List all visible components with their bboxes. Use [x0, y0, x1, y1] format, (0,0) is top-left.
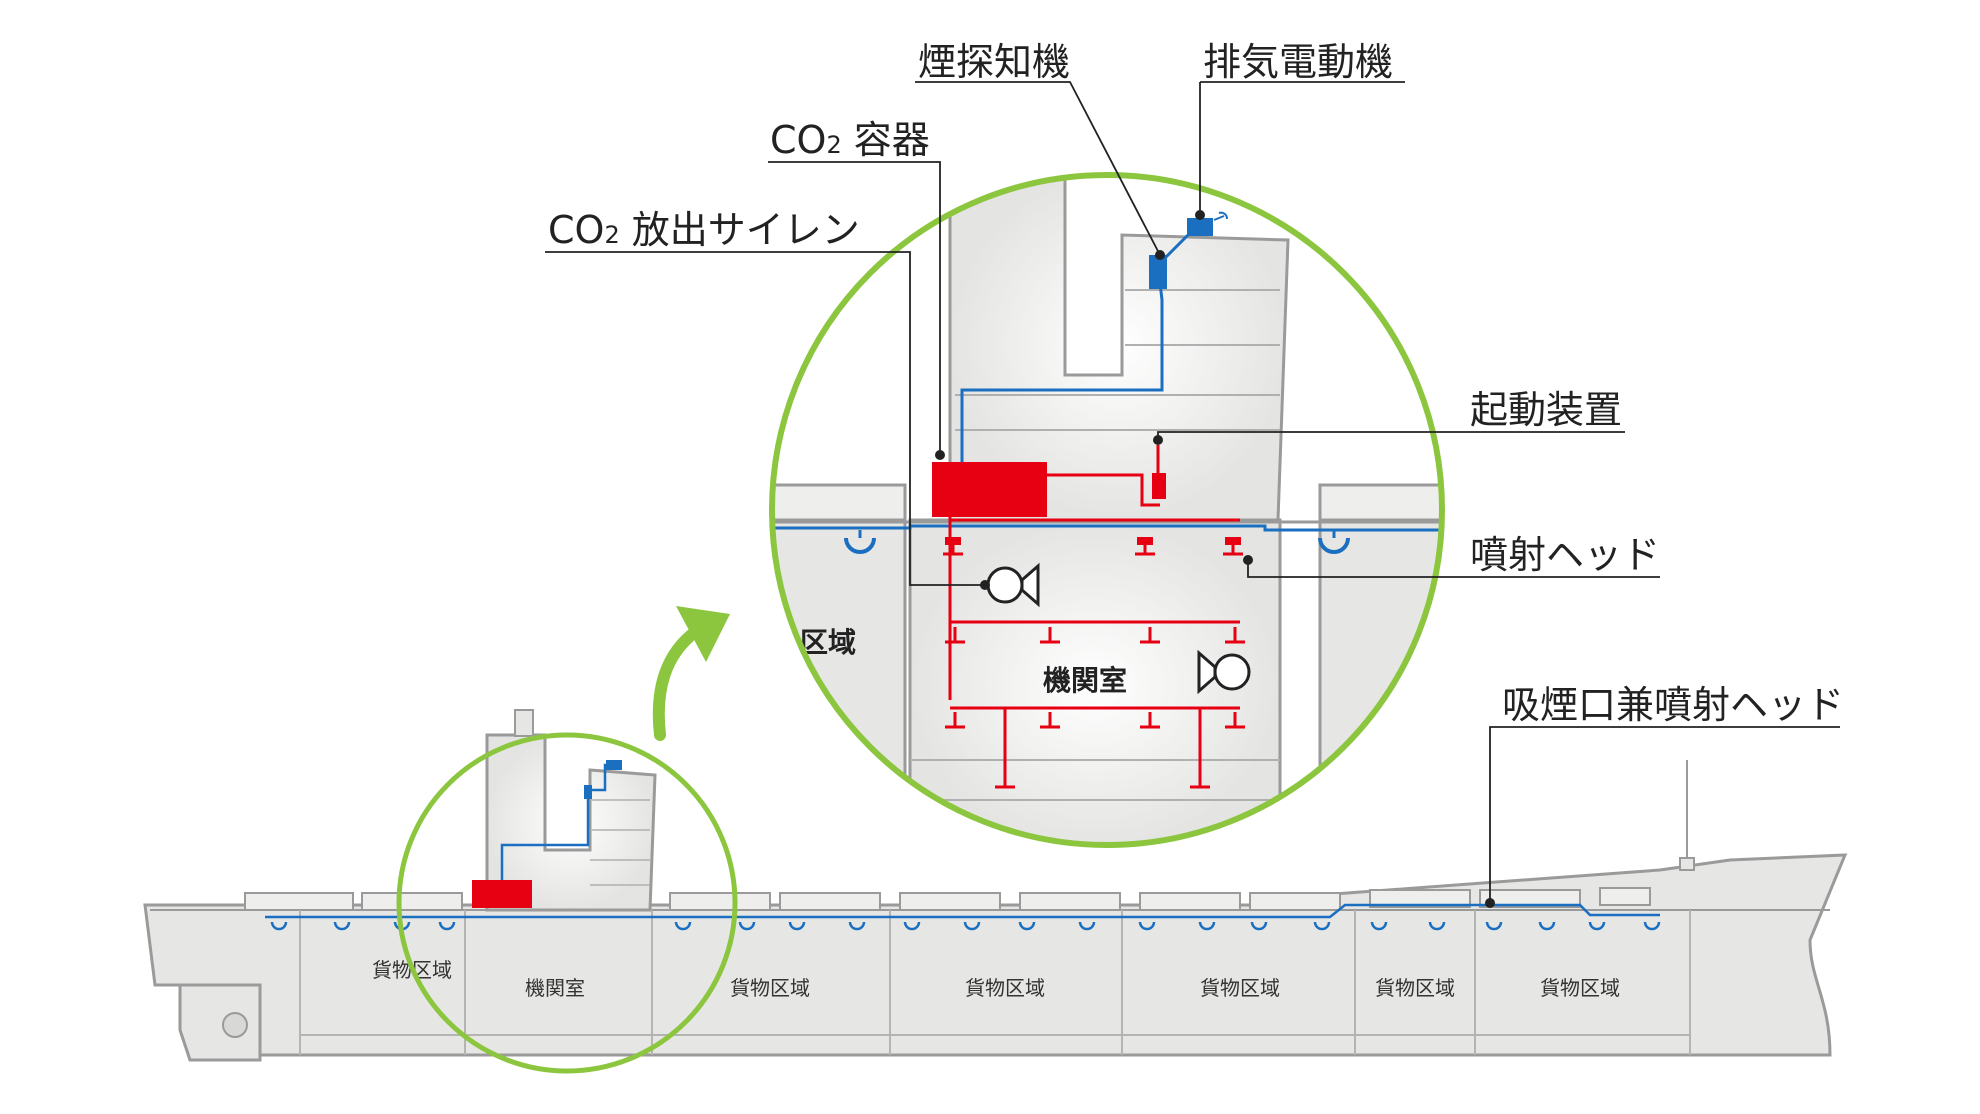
starter-device: [1152, 473, 1166, 499]
ship-zoom-ring: [396, 732, 738, 1074]
co2-container: [932, 462, 1047, 517]
detail-cargo-label: 区域: [800, 626, 856, 659]
detail-zoom-ring: [769, 172, 1445, 848]
co2-piping: [948, 445, 1240, 772]
zone-label-cargo-3: 貨物区域: [965, 976, 1045, 1000]
superstructure: [485, 733, 657, 912]
zone-label-cargo-5: 貨物区域: [1375, 976, 1455, 1000]
bulkheads: [299, 910, 1691, 1055]
label-smoke-detector: 煙探知機: [918, 40, 1070, 84]
zone-label-cargo-6: 貨物区域: [1540, 976, 1620, 1000]
callout-leaders: [545, 81, 1840, 903]
label-exhaust-motor: 排気電動機: [1203, 40, 1393, 84]
rudder: [178, 983, 262, 1062]
ship-smoke-detector: [584, 785, 592, 799]
zoom-arrow: [652, 606, 730, 741]
funnel-top: [514, 709, 534, 737]
detail-engine-room-label: 機関室: [1043, 664, 1127, 697]
hatch-covers: [244, 887, 1651, 911]
exhaust-motor: [1187, 218, 1213, 236]
detail-view: 機関室 区域: [769, 172, 1445, 848]
callout-dots: [935, 210, 1495, 908]
propeller-hub: [222, 1012, 248, 1038]
label-nozzle: 噴射ヘッド: [1470, 533, 1660, 577]
ship-intake-heads: [270, 921, 1661, 931]
label-starter: 起動装置: [1470, 388, 1622, 432]
co2-siren: [986, 562, 1040, 608]
zone-label-cargo-4: 貨物区域: [1200, 976, 1280, 1000]
smoke-detector: [1149, 255, 1167, 289]
ship-co2-container: [472, 880, 532, 908]
ship-exhaust-motor: [606, 760, 622, 770]
zone-label-cargo-2: 貨物区域: [730, 976, 810, 1000]
co2-siren-2: [1197, 649, 1251, 695]
label-intake-nozzle: 吸煙口兼噴射ヘッド: [1502, 683, 1844, 727]
ship-profile: 貨物区域 機関室 貨物区域 貨物区域 貨物区域 貨物区域 貨物区域: [143, 709, 1848, 1074]
ship-detection-pipe: [265, 903, 1660, 919]
zone-label-engine-room: 機関室: [525, 976, 585, 1000]
